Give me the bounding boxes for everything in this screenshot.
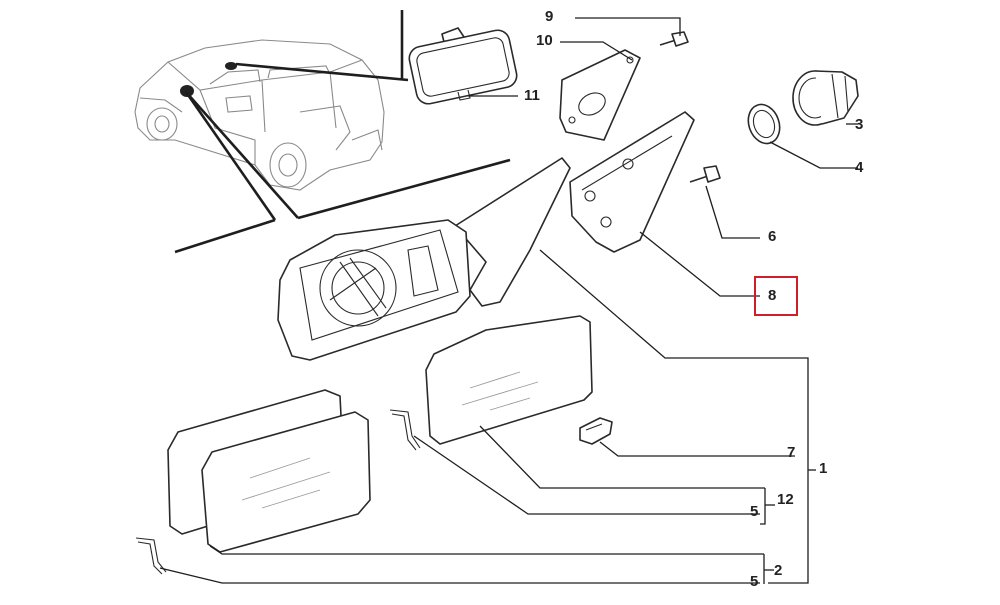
car-illustration [134,39,385,191]
clip-5-lower [135,537,167,575]
callout-3[interactable]: 3 [855,116,864,133]
bolt-9 [659,31,689,47]
ring-4 [747,103,781,145]
callout-4[interactable]: 4 [855,159,864,176]
leader-lines [159,17,858,584]
callout-11[interactable]: 11 [524,87,540,104]
car-guide-lines [174,10,511,254]
callout-9[interactable]: 9 [545,8,554,25]
callout-8[interactable]: 8 [768,287,777,304]
clip-5-upper [389,409,421,451]
callout-5-upper[interactable]: 5 [750,503,759,520]
mounting-plate-8 [569,111,695,253]
cover-plate-10 [559,49,641,141]
callout-8-highlight-box [754,276,798,316]
callout-6[interactable]: 6 [768,228,777,245]
mirror-glass-2 [167,389,371,553]
screw-6 [689,165,721,183]
mirror-housing-1 [277,157,571,361]
callout-10[interactable]: 10 [536,32,553,49]
callout-5-lower[interactable]: 5 [750,573,759,590]
interior-mirror [408,27,518,105]
callout-7[interactable]: 7 [787,444,796,461]
callout-2[interactable]: 2 [774,562,783,579]
mirror-glass-12 [425,315,593,445]
rubber-boot-3 [792,70,859,126]
callout-12[interactable]: 12 [777,491,794,508]
callout-1[interactable]: 1 [819,460,828,477]
pad-7 [579,417,613,445]
